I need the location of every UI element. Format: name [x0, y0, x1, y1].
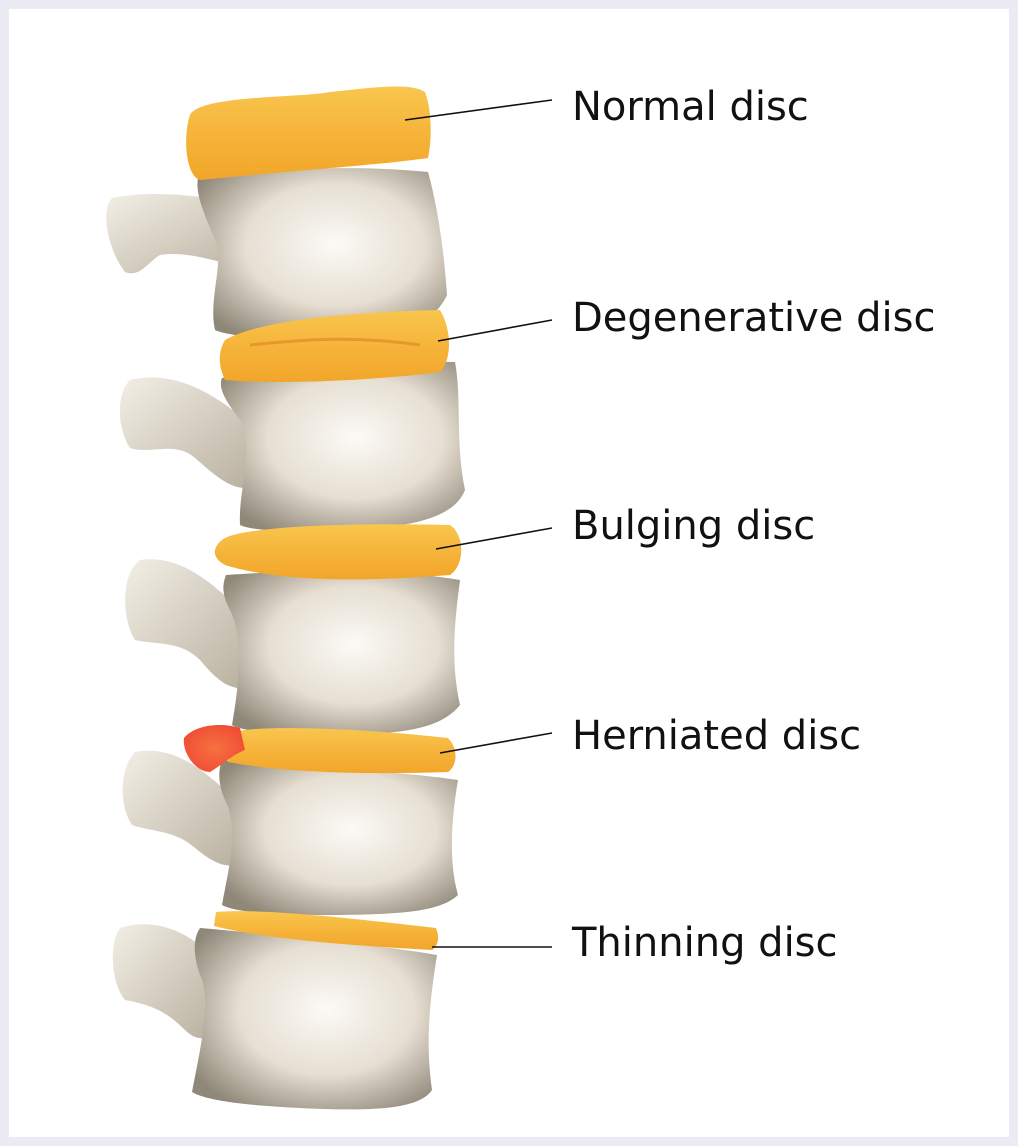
leader-line-normal	[404, 99, 553, 121]
vertebra-5	[112, 924, 437, 1110]
leader-line-bulging	[435, 527, 553, 550]
leader-line-herniated	[439, 732, 553, 754]
leader-line-degenerative	[437, 319, 553, 342]
label-degenerative-disc: Degenerative disc	[572, 295, 936, 341]
vertebra-4	[122, 750, 458, 915]
degenerative-disc	[219, 310, 449, 383]
vertebra-1	[106, 168, 447, 339]
label-thinning-disc: Thinning disc	[572, 920, 838, 966]
vertebra-2	[119, 361, 465, 531]
label-normal-disc: Normal disc	[572, 84, 809, 130]
normal-disc	[186, 86, 431, 180]
bulging-disc	[214, 524, 462, 580]
label-bulging-disc: Bulging disc	[572, 503, 816, 549]
herniation-bulge	[183, 725, 245, 772]
thinning-disc	[214, 911, 439, 950]
herniated-disc	[183, 725, 456, 774]
label-herniated-disc: Herniated disc	[572, 713, 862, 759]
leader-lines	[404, 99, 553, 948]
vertebra-3	[125, 559, 460, 735]
